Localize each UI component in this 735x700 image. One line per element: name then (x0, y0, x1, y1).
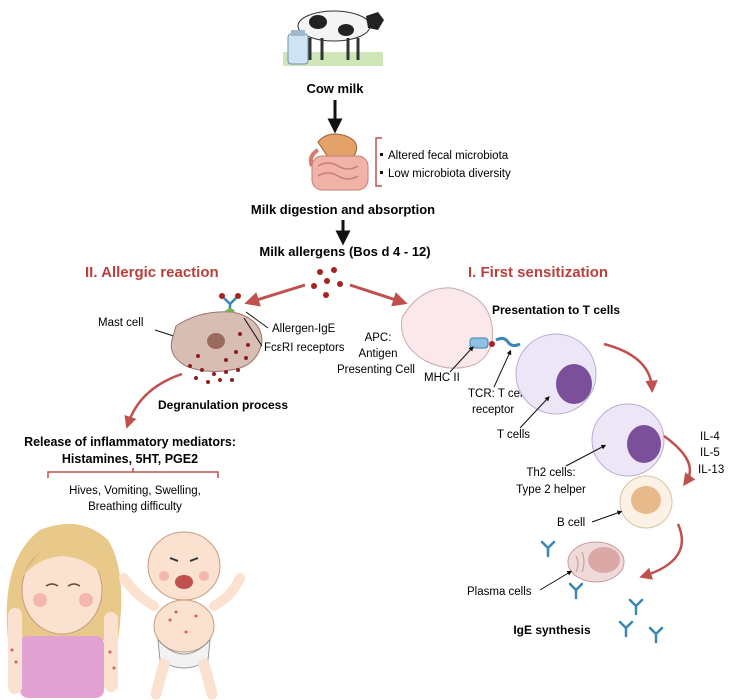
digestion-label: Milk digestion and absorption (251, 202, 435, 217)
tcr-line-1: TCR: T cell (468, 388, 525, 400)
ige-synthesis-label: IgE synthesis (513, 623, 591, 637)
b-cell-nucleus (631, 486, 661, 514)
il13-label: IL-13 (698, 464, 724, 476)
th2-pointer (565, 444, 607, 467)
cow-milk-illustration (283, 10, 384, 66)
digestive-system-illustration (308, 133, 369, 191)
b-cell-pointer (591, 510, 623, 523)
th2-line-1: Th2 cells: (526, 467, 575, 479)
mhc-label: MHC II (424, 372, 460, 384)
presentation-label: Presentation to T cells (492, 303, 620, 317)
apc-line-3: Presenting Cell (337, 364, 415, 376)
mhc-tcr-complex (469, 336, 521, 349)
b-cell-label: B cell (557, 517, 585, 529)
tcr-pointer (493, 349, 512, 388)
baby-illustration (119, 531, 245, 700)
degranulation-arrow (124, 372, 183, 429)
plasma-cell-nucleus (588, 547, 620, 573)
arrow-to-allergic-reaction (244, 283, 306, 307)
mast-cell-granules (188, 332, 250, 384)
first-sensitization-heading: I. First sensitization (468, 264, 608, 281)
arrow-th2-to-b (663, 434, 696, 487)
mast-cell-label: Mast cell (98, 317, 143, 329)
t-cells-pointer (519, 396, 550, 429)
symptoms-line-1: Hives, Vomiting, Swelling, (69, 485, 201, 497)
microbiota-bullet-2: Low microbiota diversity (388, 168, 511, 180)
allergic-reaction-heading: II. Allergic reaction (85, 264, 219, 281)
apc-line-1: APC: (365, 332, 392, 344)
fceri-label: FcεRI receptors (264, 342, 345, 354)
th2-cell-nucleus (627, 425, 661, 463)
ige-receptor-complex (219, 293, 241, 314)
plasma-pointer (539, 570, 573, 591)
arrow-to-sensitization (349, 283, 408, 307)
arrow-t-to-th2 (603, 342, 658, 393)
fceri-pointer (243, 317, 263, 347)
apc-cell (400, 287, 494, 369)
allergen-particles (311, 267, 343, 298)
degranulation-label: Degranulation process (158, 398, 288, 412)
t-cells-label: T cells (497, 429, 530, 441)
girl-illustration (6, 523, 122, 698)
arrow-b-to-plasma (639, 523, 684, 580)
allergen-ige-pointer (245, 311, 269, 329)
bullet-2 (380, 171, 383, 174)
il5-label: IL-5 (700, 447, 720, 459)
plasma-cells-label: Plasma cells (467, 586, 532, 598)
tcr-line-2: receptor (472, 404, 514, 416)
microbiota-bracket (375, 137, 382, 187)
symptoms-line-2: Breathing difficulty (88, 501, 182, 513)
release-line-1: Release of inflammatory mediators: (24, 435, 236, 449)
ige-antibodies (540, 540, 664, 644)
microbiota-bullet-1: Altered fecal microbiota (388, 150, 509, 162)
allergens-label: Milk allergens (Bos d 4 - 12) (259, 244, 430, 259)
release-line-2: Histamines, 5HT, PGE2 (62, 452, 198, 466)
allergen-ige-label: Allergen-IgE (272, 323, 336, 335)
th2-line-2: Type 2 helper (516, 484, 586, 496)
mhc-pointer (449, 346, 474, 373)
t-cell-nucleus (556, 364, 592, 404)
il4-label: IL-4 (700, 431, 720, 443)
bullet-1 (380, 153, 383, 156)
symptoms-bracket (47, 468, 219, 478)
cow-milk-label: Cow milk (306, 81, 364, 96)
apc-line-2: Antigen (358, 348, 397, 360)
mast-cell-nucleus (207, 333, 225, 349)
